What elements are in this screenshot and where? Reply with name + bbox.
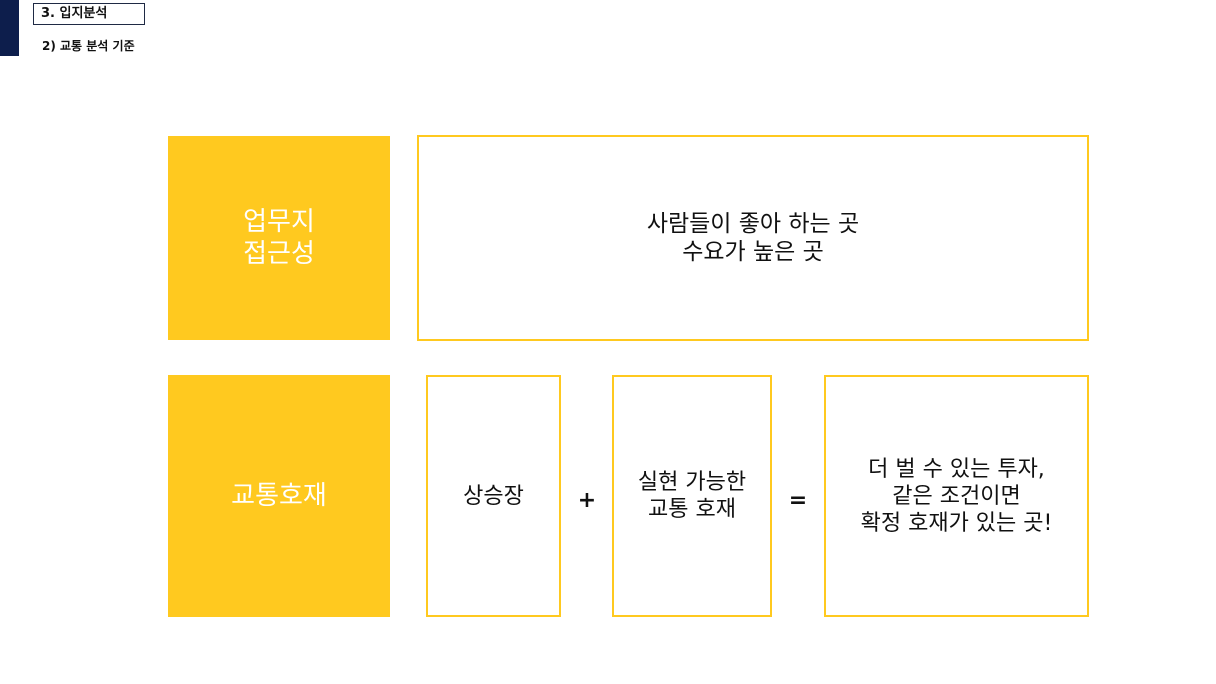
term-rising-market-text: 상승장 (463, 483, 524, 509)
result-box: 더 벌 수 있는 투자, 같은 조건이면 확정 호재가 있는 곳! (824, 375, 1089, 617)
label-transport-block: 교통호재 (168, 375, 390, 617)
plus-operator: + (577, 487, 597, 513)
label-transport-text: 교통호재 (231, 481, 327, 511)
result-text: 더 벌 수 있는 투자, 같은 조건이면 확정 호재가 있는 곳! (860, 456, 1053, 536)
sub-title: 2) 교통 분석 기준 (42, 39, 135, 53)
description-box: 사람들이 좋아 하는 곳 수요가 높은 곳 (417, 135, 1089, 341)
side-accent-bar (0, 0, 19, 56)
section-title: 3. 입지분석 (33, 3, 145, 25)
equals-operator: = (788, 487, 808, 513)
label-access-block: 업무지 접근성 (168, 136, 390, 340)
label-access-text: 업무지 접근성 (243, 207, 315, 269)
term-transport-box: 실현 가능한 교통 호재 (612, 375, 772, 617)
description-text: 사람들이 좋아 하는 곳 수요가 높은 곳 (646, 211, 860, 265)
term-transport-text: 실현 가능한 교통 호재 (637, 470, 747, 522)
term-rising-market-box: 상승장 (426, 375, 561, 617)
